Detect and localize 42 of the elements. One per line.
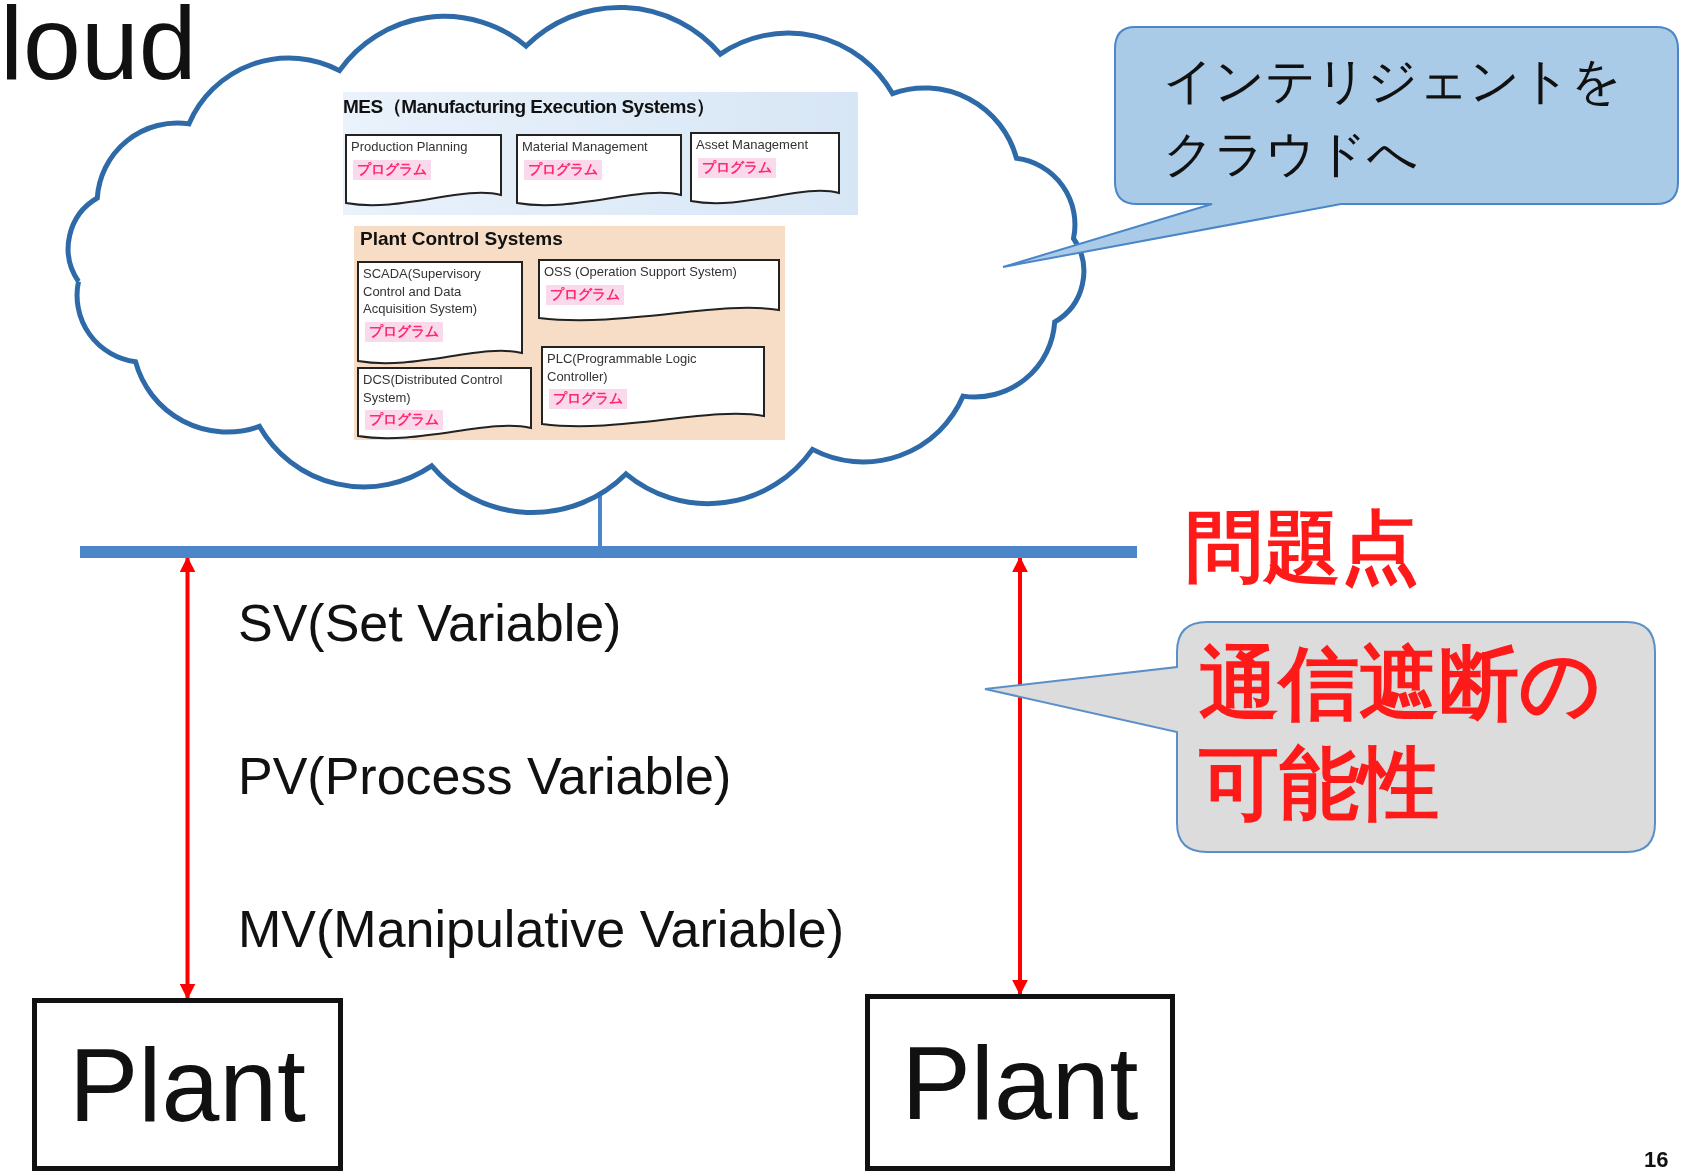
document-card bbox=[357, 367, 532, 442]
program-tag: プログラム bbox=[698, 157, 776, 178]
system-panel bbox=[343, 92, 858, 215]
double-arrow bbox=[179, 556, 196, 1000]
problem-heading: 問題点 bbox=[1185, 505, 1419, 591]
speech-callout bbox=[1003, 27, 1680, 268]
panel-title: MES（Manufacturing Execution Systems） bbox=[343, 95, 715, 119]
document-card bbox=[357, 261, 523, 367]
system-name: SCADA(Supervisory Control and Data Acquisition System) bbox=[363, 265, 482, 318]
plant-label: Plant bbox=[68, 1032, 306, 1137]
plant-box bbox=[32, 998, 343, 1171]
callout-text: インテリジェントをクラウドへ bbox=[1163, 52, 1623, 184]
system-name: OSS (Operation Support System) bbox=[544, 263, 738, 281]
variable-label: PV(Process Variable) bbox=[238, 748, 732, 806]
document-card bbox=[538, 259, 780, 324]
callout-text: 通信遮断の可能性 bbox=[1199, 638, 1602, 830]
title-fragment: loud bbox=[0, 0, 197, 101]
system-name: Asset Management bbox=[696, 136, 809, 154]
speech-callout bbox=[985, 622, 1657, 853]
program-tag: プログラム bbox=[546, 284, 624, 305]
panel-title: Plant Control Systems bbox=[360, 228, 563, 250]
connector-line bbox=[598, 495, 602, 546]
document-card bbox=[345, 134, 502, 209]
program-tag: プログラム bbox=[353, 159, 431, 180]
program-tag: プログラム bbox=[549, 389, 627, 410]
page-number: 16 bbox=[1644, 1148, 1669, 1173]
system-name: Material Management bbox=[522, 138, 649, 156]
variable-label: MV(Manipulative Variable) bbox=[238, 901, 844, 959]
program-tag: プログラム bbox=[365, 321, 443, 342]
system-name: DCS(Distributed Control System) bbox=[363, 371, 504, 407]
program-tag: プログラム bbox=[365, 410, 443, 431]
system-name: Production Planning bbox=[351, 138, 469, 156]
double-arrow bbox=[1012, 556, 1028, 996]
plant-box bbox=[865, 994, 1175, 1171]
document-card bbox=[690, 132, 840, 207]
system-panel bbox=[354, 226, 785, 440]
system-name: PLC(Programmable Logic Controller) bbox=[547, 350, 698, 386]
plant-label: Plant bbox=[901, 1030, 1139, 1135]
program-tag: プログラム bbox=[524, 159, 602, 180]
variable-label: SV(Set Variable) bbox=[238, 595, 622, 653]
document-card bbox=[516, 134, 682, 209]
document-card bbox=[541, 346, 765, 430]
